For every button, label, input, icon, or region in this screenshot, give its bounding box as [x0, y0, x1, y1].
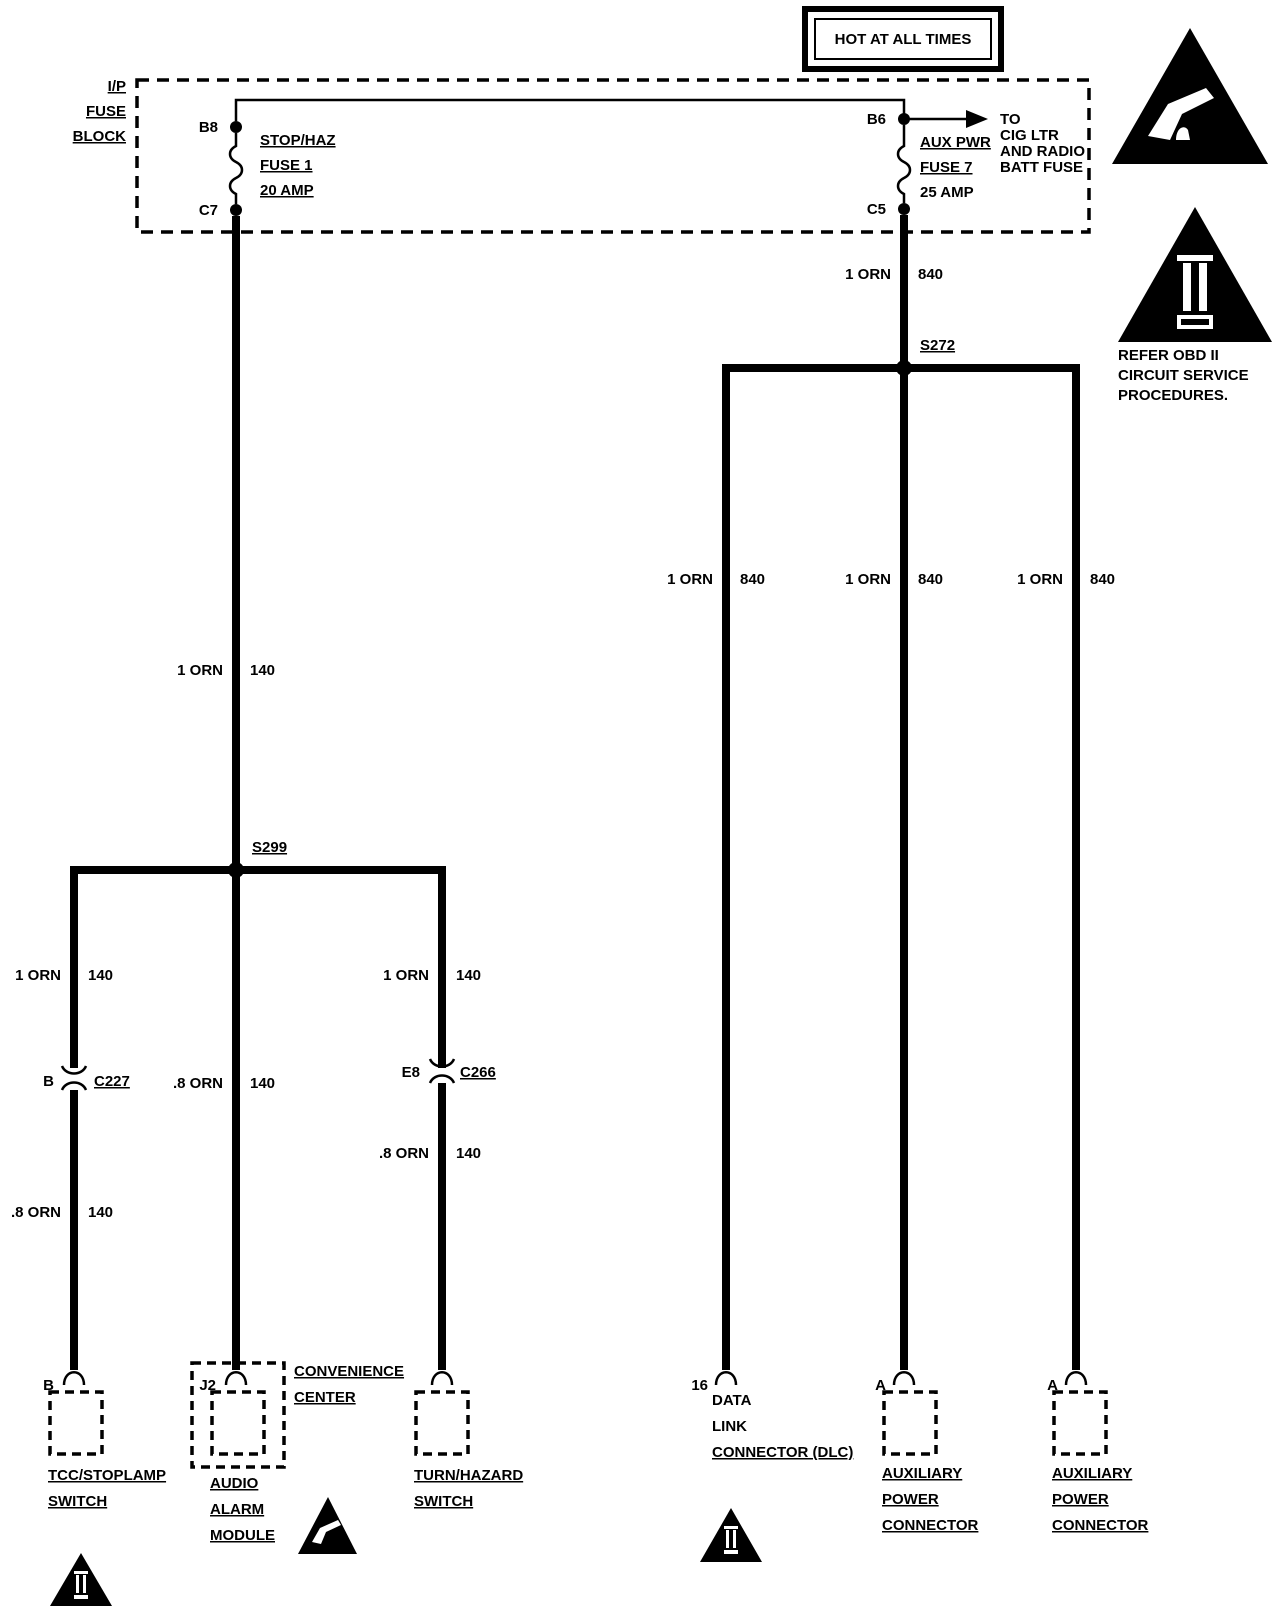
- audio-line-3: MODULE: [210, 1527, 275, 1544]
- turn-line-1: TURN/HAZARD: [414, 1467, 523, 1484]
- wire-140-c7-circuit: 140: [250, 662, 275, 679]
- splice-s272-dot: [896, 360, 912, 376]
- wire-140-c7-size: 1 ORN: [177, 662, 223, 679]
- wire-140-mid-circuit: 140: [250, 1075, 275, 1092]
- obd-ii-warning-icon: [1118, 207, 1272, 342]
- fuse-1-line-3: 20 AMP: [260, 182, 314, 199]
- fuse-1-line-2: FUSE 1: [260, 157, 313, 174]
- fuse-1-out-terminal: C7: [199, 202, 218, 219]
- tcc-line-1: TCC/STOPLAMP: [48, 1467, 166, 1484]
- to-label-1: TO: [1000, 111, 1021, 128]
- fuse-block-label-3: BLOCK: [73, 128, 126, 145]
- splice-s299-label: S299: [252, 839, 287, 856]
- wire-140-mid-size: .8 ORN: [173, 1075, 223, 1092]
- audio-line-2: ALARM: [210, 1501, 264, 1518]
- audio-pin: J2: [199, 1377, 216, 1394]
- fuse-7-line-1: AUX PWR: [920, 134, 991, 151]
- esd-warning-icon: [1112, 28, 1268, 164]
- tcc-stoplamp-switch: B TCC/STOPLAMP SWITCH: [43, 1371, 166, 1510]
- aux1-line-2: POWER: [882, 1491, 939, 1508]
- convenience-center-outline: [190, 1361, 286, 1469]
- convenience-center-line-1: CONVENIENCE: [294, 1363, 404, 1380]
- aux-power-connector-2: A AUXILIARY POWER CONNECTOR: [1047, 1371, 1149, 1534]
- dlc-connector: 16 DATA LINK CONNECTOR (DLC): [691, 1371, 853, 1461]
- wire-840-aux2-size: 1 ORN: [1017, 571, 1063, 588]
- wire-140-left-up-size: 1 ORN: [15, 967, 61, 984]
- fuse-block-label-2: FUSE: [86, 103, 126, 120]
- fuse-1: B8 C7 STOP/HAZ FUSE 1 20 AMP: [199, 119, 336, 219]
- fuse-block-outline: [135, 78, 1091, 234]
- wire-840-c5-size: 1 ORN: [845, 266, 891, 283]
- c266-name: C266: [460, 1064, 496, 1081]
- dlc-line-1: DATA: [712, 1392, 752, 1409]
- wire-140-right-dn-size: .8 ORN: [379, 1145, 429, 1162]
- obd-note-line-1: REFER OBD II: [1118, 347, 1219, 364]
- to-label-2: CIG LTR: [1000, 127, 1059, 144]
- wire-140-right-up-circuit: 140: [456, 967, 481, 984]
- fuse-1-line-1: STOP/HAZ: [260, 132, 336, 149]
- fuse-1-in-terminal: B8: [199, 119, 218, 136]
- fuse-7: B6 C5 AUX PWR FUSE 7 25 AMP: [867, 111, 991, 218]
- connector-c227: B C227: [43, 1065, 130, 1091]
- aux-power-connector-1: A AUXILIARY POWER CONNECTOR: [875, 1371, 979, 1534]
- audio-line-1: AUDIO: [210, 1475, 259, 1492]
- aux2-line-3: CONNECTOR: [1052, 1517, 1149, 1534]
- tcc-pin: B: [43, 1377, 54, 1394]
- turn-line-2: SWITCH: [414, 1493, 473, 1510]
- wire-840-aux2-circuit: 840: [1090, 571, 1115, 588]
- fuse-bus-bar: [234, 98, 906, 121]
- wire-840-dlc-size: 1 ORN: [667, 571, 713, 588]
- obd-note-line-2: CIRCUIT SERVICE: [1118, 367, 1249, 384]
- obd-note: REFER OBD II CIRCUIT SERVICE PROCEDURES.: [1118, 347, 1249, 404]
- c266-pin: E8: [402, 1064, 420, 1081]
- dlc-line-2: LINK: [712, 1418, 747, 1435]
- aux2-pin: A: [1047, 1377, 1058, 1394]
- wire-140-right-up-size: 1 ORN: [383, 967, 429, 984]
- aux1-pin: A: [875, 1377, 886, 1394]
- convenience-center-line-2: CENTER: [294, 1389, 356, 1406]
- fuse-7-line-2: FUSE 7: [920, 159, 973, 176]
- splice-s272-label: S272: [920, 337, 955, 354]
- aux2-line-1: AUXILIARY: [1052, 1465, 1132, 1482]
- dlc-pin: 16: [691, 1377, 708, 1394]
- to-label-4: BATT FUSE: [1000, 159, 1083, 176]
- arrow-to-cig-ltr: TO CIG LTR AND RADIO BATT FUSE: [904, 110, 1085, 176]
- wire-140-left-up-circuit: 140: [88, 967, 113, 984]
- fuse-7-in-terminal: B6: [867, 111, 886, 128]
- esd-warning-icon-audio: [298, 1497, 357, 1554]
- c227-pin: B: [43, 1073, 54, 1090]
- wire-140-branches-upper: [70, 866, 446, 1068]
- aux1-line-1: AUXILIARY: [882, 1465, 962, 1482]
- wire-140-left-dn-circuit: 140: [88, 1204, 113, 1221]
- fuse-block-label-1: I/P: [108, 78, 126, 95]
- obd-ii-warning-icon-tcc: [50, 1553, 112, 1606]
- hot-label: HOT AT ALL TIMES: [835, 31, 972, 48]
- audio-alarm-module: J2 CONVENIENCE CENTER AUDIO ALARM MODULE: [190, 1361, 404, 1544]
- wire-140-left-dn-size: .8 ORN: [11, 1204, 61, 1221]
- aux1-line-3: CONNECTOR: [882, 1517, 979, 1534]
- splice-s299-dot: [228, 862, 244, 878]
- dlc-line-3: CONNECTOR (DLC): [712, 1444, 853, 1461]
- obd-note-line-3: PROCEDURES.: [1118, 387, 1228, 404]
- wire-840-dlc-circuit: 840: [740, 571, 765, 588]
- hot-at-all-times-box: HOT AT ALL TIMES: [802, 6, 1004, 72]
- fuse-7-line-3: 25 AMP: [920, 184, 974, 201]
- connector-c266: E8 C266: [402, 1058, 496, 1084]
- wire-840-aux1-size: 1 ORN: [845, 571, 891, 588]
- obd-ii-warning-icon-dlc: [700, 1508, 762, 1562]
- wire-840-aux1-circuit: 840: [918, 571, 943, 588]
- c227-name: C227: [94, 1073, 130, 1090]
- tcc-line-2: SWITCH: [48, 1493, 107, 1510]
- fuse-block-label: I/P FUSE BLOCK: [73, 78, 126, 145]
- fuse-7-out-terminal: C5: [867, 201, 886, 218]
- wire-140-right-dn-circuit: 140: [456, 1145, 481, 1162]
- turn-hazard-switch: TURN/HAZARD SWITCH: [414, 1371, 523, 1510]
- aux2-line-2: POWER: [1052, 1491, 1109, 1508]
- wire-840-c5-circuit: 840: [918, 266, 943, 283]
- to-label-3: AND RADIO: [1000, 143, 1085, 160]
